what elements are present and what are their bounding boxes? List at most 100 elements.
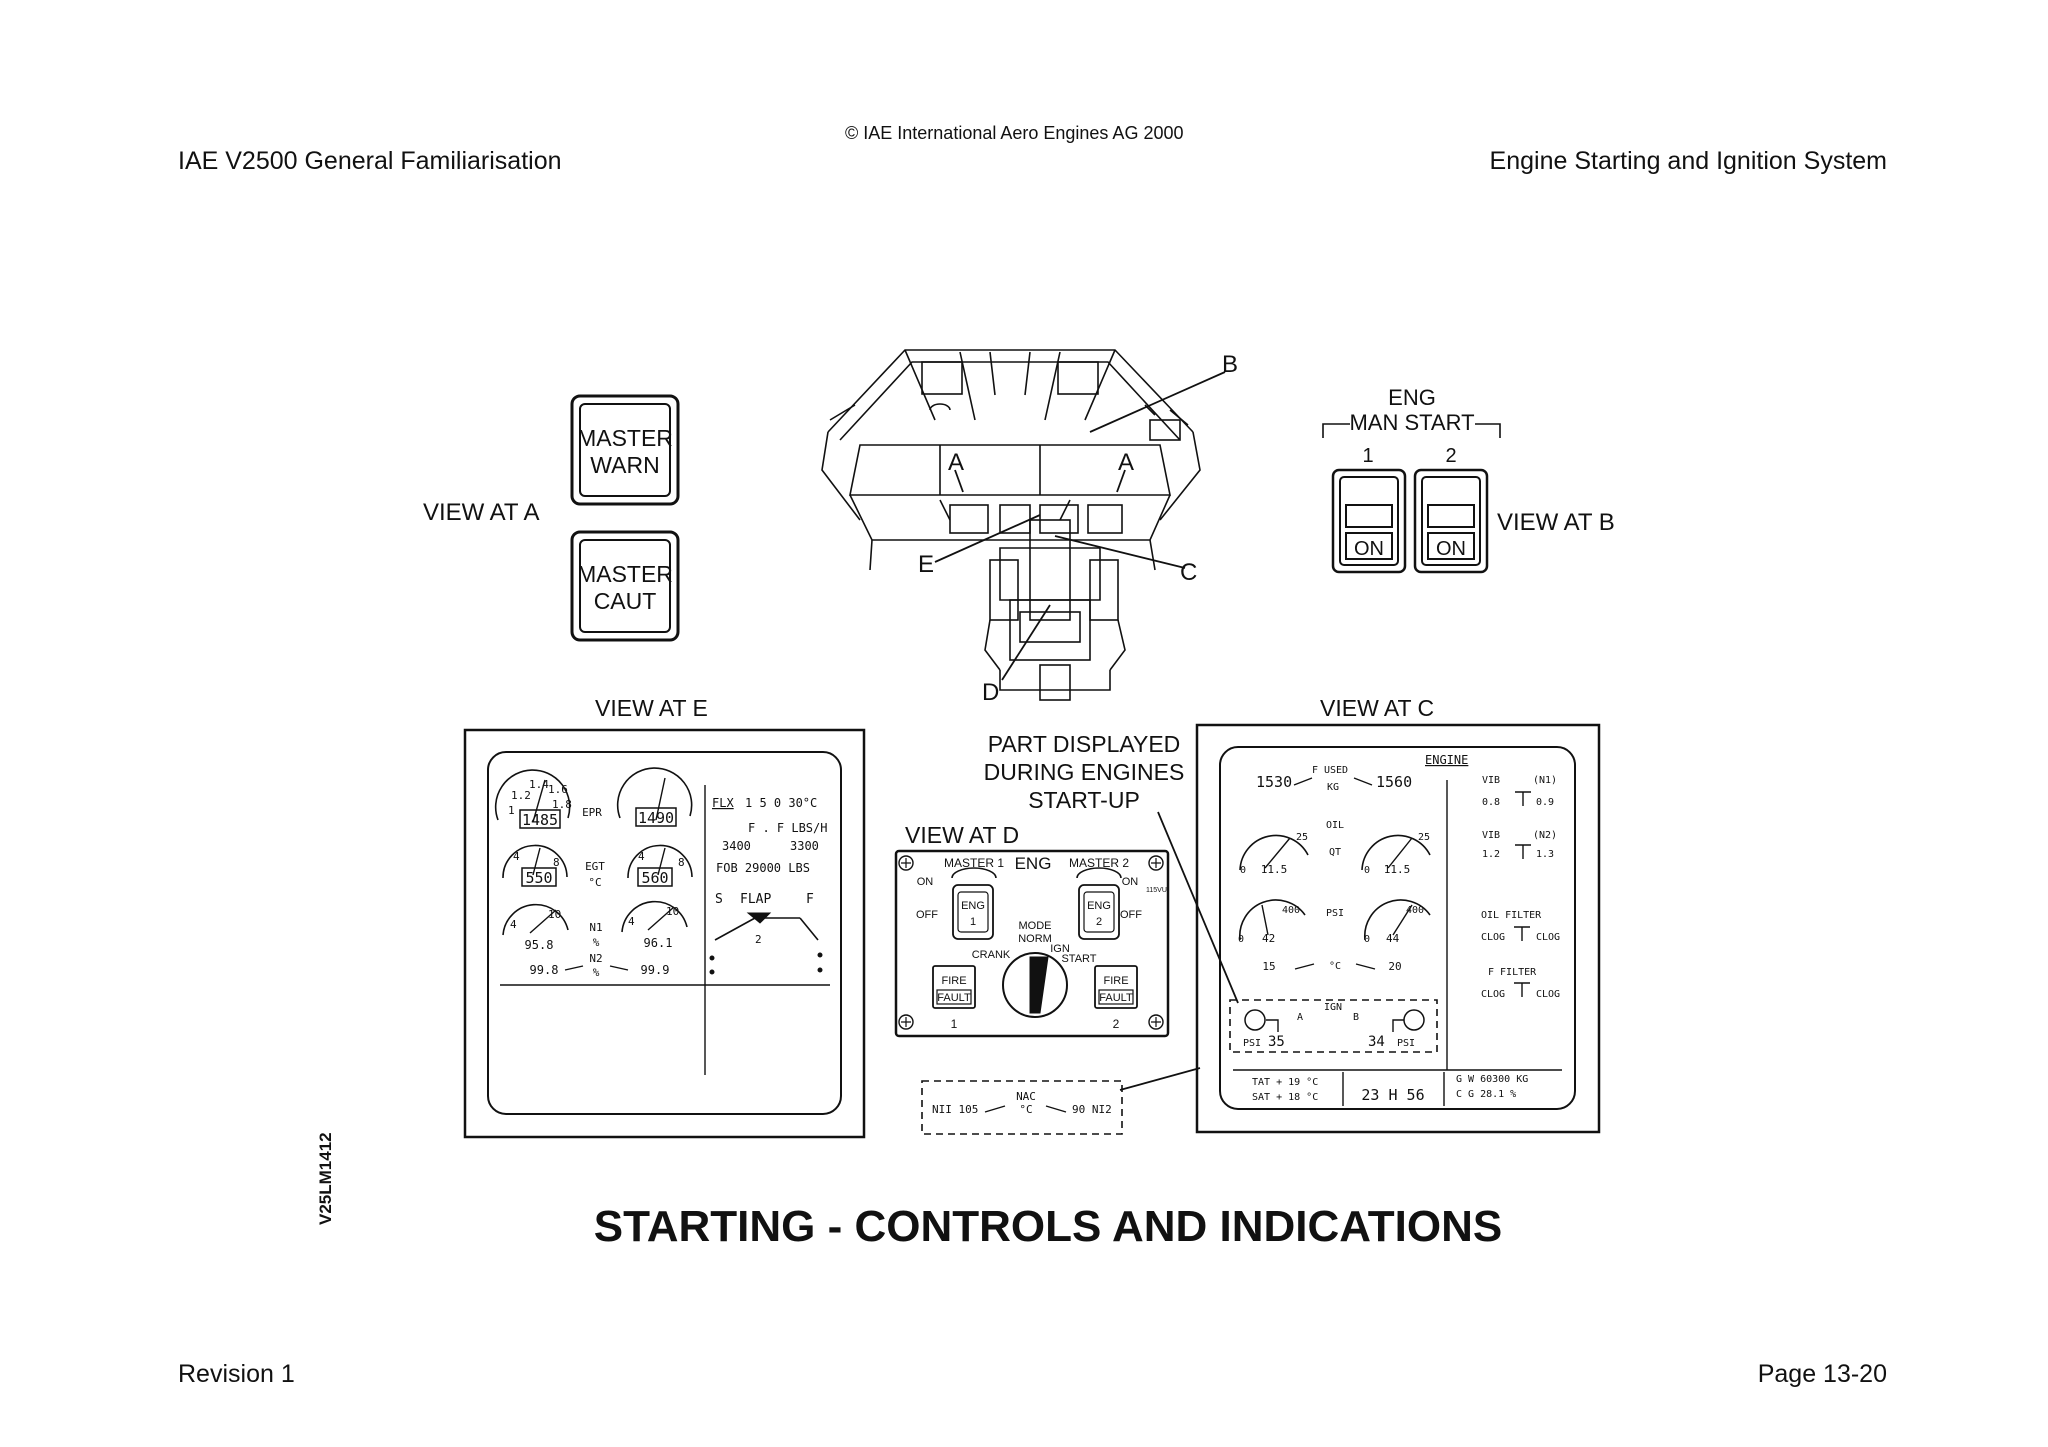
panel-engine-2-num: 2 (1113, 1017, 1120, 1031)
page-number: Page 13-20 (1757, 1360, 1887, 1388)
egt-engine-2-value: 560 (641, 869, 668, 887)
oil-qty-tick-25-left: 25 (1296, 832, 1308, 843)
mode-ign: IGN (1050, 943, 1070, 955)
epr-label: EPR (582, 806, 602, 819)
oil-qty-tick-25-right: 25 (1418, 832, 1430, 843)
egt-label: EGT (585, 860, 605, 873)
nac-engine-2: 90 NI2 (1072, 1103, 1112, 1116)
oil-temp-engine-1: 15 (1262, 960, 1275, 973)
oil-temp-unit: °C (1329, 961, 1341, 972)
master-1-off: OFF (916, 909, 938, 921)
oil-press-tick-400-right: 400 (1406, 905, 1424, 916)
view-d-eng-title: ENG (1015, 854, 1052, 873)
callout-d: D (982, 679, 999, 706)
n1-tick-4-left: 4 (510, 918, 517, 931)
gross-weight-value: G W 60300 KG (1456, 1074, 1528, 1085)
vib-n2-engine-2: 1.3 (1536, 849, 1554, 860)
man-start-2-on: ON (1436, 538, 1466, 560)
flx-value: 1 5 0 30°C (745, 796, 817, 810)
figure-id: V25LM1412 (316, 1132, 335, 1225)
egt-tick-4-right: 4 (638, 850, 645, 863)
mode-norm: NORM (1018, 933, 1052, 945)
flap-position: 2 (755, 933, 762, 946)
vib-n2-spool: (N2) (1533, 830, 1557, 841)
man-start-1-switch (1331, 468, 1407, 574)
flap-label: FLAP (740, 892, 771, 907)
revision: Revision 1 (178, 1360, 295, 1388)
master-1-on: ON (917, 876, 934, 888)
part-displayed-line1: PART DISPLAYED (988, 731, 1181, 757)
oil-press-unit: PSI (1326, 908, 1344, 919)
view-e-display-frame (463, 728, 866, 1139)
clock-value: 23 H 56 (1361, 1086, 1424, 1104)
callout-leaders (934, 371, 1226, 681)
callout-e: E (918, 551, 934, 578)
panel-ref: 115VU (1146, 887, 1167, 894)
master-1-label: MASTER 1 (944, 856, 1004, 870)
fault-2-label: FAULT (1099, 992, 1133, 1004)
engine-title: ENGINE (1425, 753, 1468, 767)
oil-press-tick-400-left: 400 (1282, 905, 1300, 916)
n2-engine-2-value: 99.9 (641, 963, 670, 977)
sat-value: SAT + 18 °C (1252, 1092, 1318, 1103)
callout-c: C (1180, 559, 1197, 586)
figure-title: STARTING - CONTROLS AND INDICATIONS (594, 1202, 1502, 1251)
ign-b: B (1353, 1012, 1359, 1023)
view-b: ENG MAN START 1 2 ON ON VIEW AT B (1322, 385, 1615, 574)
callout-a-right: A (1118, 449, 1134, 476)
fire-fault-2-light (1094, 965, 1138, 1009)
oil-qty-unit: QT (1329, 847, 1341, 858)
fob-value: FOB 29000 LBS (716, 861, 810, 875)
document-title: IAE V2500 General Familiarisation (178, 147, 562, 175)
part-displayed-note: PART DISPLAYED DURING ENGINES START-UP (984, 731, 1239, 1091)
callout-a-left: A (948, 449, 964, 476)
fuel-filter-clog-2: CLOG (1536, 989, 1560, 1000)
view-b-switch-2-num: 2 (1445, 445, 1456, 467)
master-caut-line2: CAUT (594, 588, 657, 614)
oil-filter-clog-1: CLOG (1481, 932, 1505, 943)
fault-1-label: FAULT (937, 992, 971, 1004)
ign-label: IGN (1324, 1002, 1342, 1013)
fire-fault-1-light (932, 965, 976, 1009)
egt-tick-8-left: 8 (553, 856, 560, 869)
view-b-eng: ENG (1388, 385, 1436, 410)
fuel-filter-label: F FILTER (1488, 967, 1537, 978)
view-c-label: VIEW AT C (1320, 695, 1434, 721)
epr-tick-1-2: 1.2 (511, 789, 531, 802)
ign-a-psi: PSI (1243, 1038, 1261, 1049)
view-d-label: VIEW AT D (905, 822, 1019, 848)
view-c-display-frame (1195, 723, 1601, 1134)
view-d: VIEW AT D MASTER 1 ENG MASTER 2 ON OFF O… (894, 822, 1170, 1038)
master-1-switch-eng: ENG (961, 900, 985, 912)
section-title: Engine Starting and Ignition System (1489, 147, 1887, 175)
part-displayed-line3: START-UP (1028, 787, 1140, 813)
flap-s: S (715, 892, 723, 907)
callout-b: B (1222, 351, 1238, 378)
ign-a-pressure: 35 (1268, 1034, 1285, 1050)
master-2-off: OFF (1120, 909, 1142, 921)
egt-engine-1-value: 550 (525, 869, 552, 887)
master-caut-line1: MASTER (577, 561, 673, 587)
oil-label: OIL (1326, 820, 1344, 831)
flx-label: FLX (712, 796, 734, 810)
oil-filter-clog-2: CLOG (1536, 932, 1560, 943)
fuel-flow-label: F . F LBS/H (748, 821, 827, 835)
view-b-label: VIEW AT B (1497, 509, 1615, 536)
master-1-switch-num: 1 (970, 916, 976, 928)
n2-unit: % (593, 966, 600, 979)
view-e-label: VIEW AT E (595, 695, 708, 721)
view-b-switch-1-num: 1 (1362, 445, 1373, 467)
epr-engine-2-value: 1490 (638, 809, 674, 827)
n1-tick-4-right: 4 (628, 915, 635, 928)
fuel-used-engine-2: 1560 (1376, 773, 1412, 791)
n2-engine-1-value: 99.8 (530, 963, 559, 977)
vib-n2-label: VIB (1482, 830, 1500, 841)
epr-tick-1-6: 1.6 (548, 783, 568, 796)
fuel-used-unit: KG (1327, 782, 1339, 793)
panel-engine-1-num: 1 (951, 1017, 958, 1031)
nac-unit: °C (1019, 1103, 1032, 1116)
n1-tick-10-right: 10 (666, 905, 679, 918)
nac-engine-1: NII 105 (932, 1103, 978, 1116)
egt-tick-8-right: 8 (678, 856, 685, 869)
